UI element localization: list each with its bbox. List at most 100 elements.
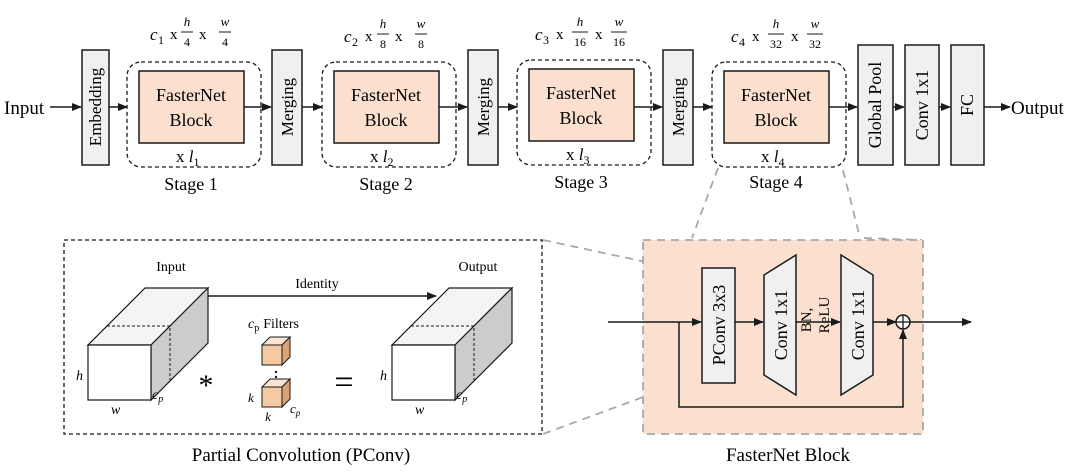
fc-box: FC [950,44,985,166]
block-title: FasterNet Block [726,445,851,466]
repeat-2: x l2 [370,147,393,169]
stage-2-label: Stage 2 [359,174,413,194]
pconv-input-label: Input [156,260,186,275]
svg-text:x: x [791,29,799,45]
svg-text:32: 32 [809,37,821,51]
svg-text:c: c [731,27,739,46]
conv-1x1-reduce: Conv 1x1 [840,253,874,397]
svg-text:w: w [221,14,230,29]
svg-text:3: 3 [543,33,549,47]
svg-text:h: h [380,369,387,384]
svg-text:w: w [811,16,820,31]
svg-text:Block: Block [755,110,798,130]
svg-text:Merging: Merging [278,77,297,136]
bn-label: BN, [799,308,815,333]
svg-text:Block: Block [365,110,408,130]
svg-text:1: 1 [158,33,164,47]
svg-text:cp: cp [290,401,301,418]
fasternet-block-2 [333,70,440,144]
stage-1: FasterNet Block x l1 Stage 1 c 1 x h 4 x… [126,14,262,194]
svg-text:x: x [752,29,760,45]
equals-symbol: = [334,364,353,401]
merging-2: Merging [467,49,499,166]
svg-text:Merging: Merging [474,77,493,136]
filter-cube-top [260,335,292,367]
add-node [895,314,911,330]
block-1-line2: Block [170,110,213,130]
stage-4-label: Stage 4 [749,172,803,192]
svg-text:FasterNet: FasterNet [741,85,811,105]
svg-text:x: x [556,27,564,43]
embedding-label: Embedding [86,67,105,146]
identity-label: Identity [295,277,339,292]
global-pool-box: Global Pool [857,44,894,166]
input-cuboid [86,286,210,402]
pconv-title: Partial Convolution (PConv) [192,445,411,466]
svg-text:x: x [199,27,207,43]
svg-text:4: 4 [222,35,228,49]
svg-text:c: c [344,27,352,46]
svg-text:x: x [395,29,403,45]
filter-cube-bottom [260,377,292,409]
convolve-symbol: * [199,369,214,402]
svg-text:4: 4 [739,35,745,49]
svg-text:w: w [111,403,121,418]
residual-connection [678,322,907,408]
svg-text:Merging: Merging [669,77,688,136]
repeat-1: x l1 [176,147,199,169]
relu-label: ReLU [817,297,833,334]
repeat-4: x l4 [761,147,784,169]
repeat-3: x l3 [566,145,589,167]
stage-3-label: Stage 3 [554,172,608,192]
stage-1-label: Stage 1 [164,174,218,194]
svg-text:FasterNet: FasterNet [546,83,616,103]
dims-3: c 3 x h 16 x w 16 [535,14,627,49]
svg-text:w: w [415,403,425,418]
merging-1: Merging [271,49,303,166]
svg-text:8: 8 [380,37,386,51]
head-conv-box: Conv 1x1 [904,44,940,166]
fasternet-block-1 [138,70,245,144]
svg-text:w: w [417,16,426,31]
svg-text:4: 4 [184,35,190,49]
svg-text:32: 32 [770,37,782,51]
svg-text:h: h [773,16,780,31]
svg-text:16: 16 [613,35,625,49]
block-1-line1: FasterNet [156,85,226,105]
dims-1: c 1 x h 4 x w 4 [150,14,231,49]
svg-text:x: x [170,27,178,43]
top-pipeline: Input Embedding FasterNet Block x l1 Sta… [4,14,1065,194]
svg-text:c: c [535,25,543,44]
conv-1x1-expand: Conv 1x1 [763,253,797,397]
embedding-box: Embedding [81,49,110,166]
svg-text:h: h [76,369,83,384]
svg-text:h: h [380,16,387,31]
svg-text:w: w [615,14,624,29]
svg-text:Conv 1x1: Conv 1x1 [912,70,932,141]
svg-text:16: 16 [574,35,586,49]
svg-text:2: 2 [352,35,358,49]
stage-3: FasterNet Block x l3 Stage 3 c 3 x h 16 … [516,14,652,192]
svg-text:FC: FC [957,94,977,116]
svg-text:c: c [150,25,158,44]
stage-4: FasterNet Block x l4 Stage 4 c 4 x h 32 … [711,16,847,192]
svg-text:8: 8 [418,37,424,51]
pconv-3x3-box: PConv 3x3 [701,267,736,384]
stage-2: FasterNet Block x l2 Stage 2 c 2 x h 8 x… [321,16,457,194]
svg-text:k: k [248,390,254,405]
svg-text:h: h [577,14,584,29]
svg-text:h: h [184,14,191,29]
pconv-output-label: Output [459,260,498,275]
dims-4: c 4 x h 32 x w 32 [731,16,823,51]
svg-text:Conv 1x1: Conv 1x1 [771,290,791,361]
svg-text:PConv 3x3: PConv 3x3 [709,285,729,366]
svg-text:Global Pool: Global Pool [865,62,885,149]
input-label: Input [4,98,45,119]
svg-text:x: x [365,29,373,45]
fasternet-block-3 [528,68,635,142]
merging-3: Merging [662,49,694,166]
svg-text:x: x [595,27,603,43]
